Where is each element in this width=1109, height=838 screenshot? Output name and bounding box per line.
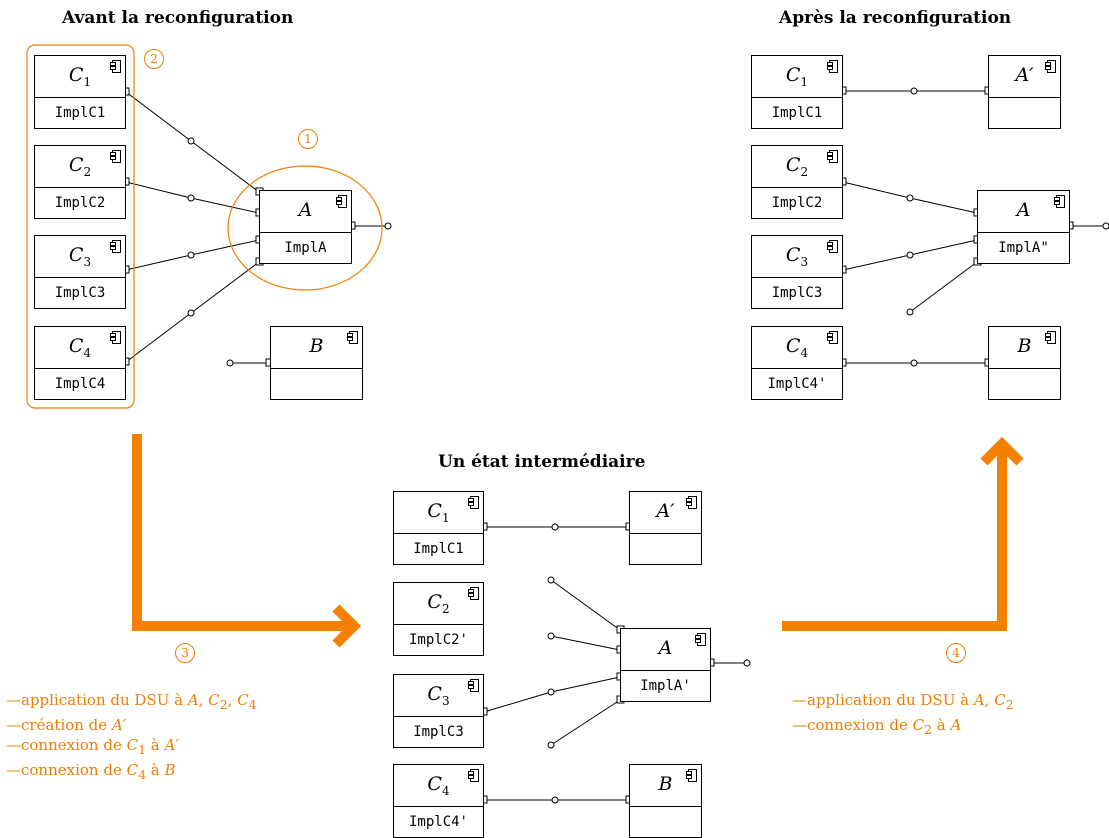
- component-c2-after: C2 ImplC2: [751, 145, 843, 219]
- component-c4-middle: C4 ImplC4': [393, 764, 484, 838]
- component-icon: [686, 496, 697, 509]
- note-line: —connexion de C4 à B: [6, 761, 176, 782]
- component-a-after: A ImplA": [977, 190, 1070, 264]
- impl-label: ImplC4': [408, 813, 468, 830]
- component-b-after: B: [988, 326, 1061, 400]
- component-a-middle: A ImplA': [620, 628, 711, 702]
- impl-label: ImplC2': [408, 631, 468, 648]
- impl-label: ImplC1: [54, 104, 106, 121]
- component-icon: [827, 331, 838, 344]
- impl-label: ImplA': [640, 677, 691, 694]
- arrow-step-3: [132, 434, 350, 631]
- component-icon: [468, 587, 479, 600]
- component-icon: [827, 240, 838, 253]
- note-line: —création de A′: [6, 716, 127, 734]
- group-outline-a: [227, 165, 383, 291]
- component-c3-middle: C3 ImplC3: [393, 674, 484, 748]
- impl-label: ImplC3: [413, 723, 464, 740]
- step-4-notes: —application du DSU à A, C2 —connexion d…: [792, 690, 1014, 740]
- impl-label: [271, 368, 362, 399]
- component-icon: [468, 496, 479, 509]
- component-aprime-after: A′: [988, 55, 1061, 129]
- impl-label: [630, 533, 701, 564]
- component-icon: [468, 769, 479, 782]
- component-icon: [1045, 60, 1056, 73]
- component-icon: [110, 150, 121, 163]
- component-icon: [347, 331, 358, 344]
- impl-label: ImplC3: [771, 284, 823, 301]
- impl-label: ImplA": [998, 239, 1049, 256]
- component-icon: [110, 60, 121, 73]
- component-icon: [827, 60, 838, 73]
- note-line: —application du DSU à A, C2, C4: [6, 691, 257, 712]
- component-aprime-middle: A′: [629, 491, 702, 565]
- component-c1-after: C1 ImplC1: [751, 55, 843, 129]
- marker-2: 2: [144, 49, 164, 69]
- component-b-before: B: [270, 326, 363, 400]
- component-c3-before: C3 ImplC3: [34, 235, 126, 309]
- component-icon: [695, 633, 706, 646]
- component-icon: [1054, 195, 1065, 208]
- impl-label: ImplA: [284, 239, 327, 256]
- impl-label: ImplC4: [54, 375, 106, 392]
- component-icon: [827, 150, 838, 163]
- group-outline-c: [26, 44, 135, 409]
- impl-label: [989, 368, 1060, 399]
- impl-label: ImplC2: [771, 194, 823, 211]
- component-c1-middle: C1 ImplC1: [393, 491, 484, 565]
- marker-4: 4: [946, 643, 966, 663]
- component-c4-before: C4 ImplC4: [34, 326, 126, 400]
- impl-label: ImplC3: [54, 284, 106, 301]
- impl-label: ImplC4': [767, 375, 827, 392]
- impl-label: ImplC2: [54, 194, 106, 211]
- marker-1: 1: [298, 129, 318, 149]
- component-icon: [1045, 331, 1056, 344]
- impl-label: ImplC1: [771, 104, 823, 121]
- title-after: Après la reconfiguration: [779, 8, 1012, 28]
- impl-label: [989, 97, 1060, 128]
- note-line: —connexion de C2 à A: [792, 716, 962, 737]
- marker-3: 3: [175, 643, 195, 663]
- component-icon: [110, 331, 121, 344]
- step-3-notes: —application du DSU à A, C2, C4 —créatio…: [6, 690, 257, 785]
- title-before: Avant la reconfiguration: [62, 8, 294, 28]
- impl-label: [630, 806, 701, 837]
- component-a-before: A ImplA: [259, 190, 352, 264]
- component-c3-after: C3 ImplC3: [751, 235, 843, 309]
- component-c4-after: C4 ImplC4': [751, 326, 843, 400]
- component-icon: [686, 769, 697, 782]
- note-line: —connexion de C1 à A′: [6, 736, 179, 757]
- component-b-middle: B: [629, 764, 702, 838]
- component-c2-before: C2 ImplC2: [34, 145, 126, 219]
- title-intermediate: Un état intermédiaire: [438, 452, 646, 472]
- impl-label: ImplC1: [413, 540, 464, 557]
- component-icon: [336, 195, 347, 208]
- component-c2-middle: C2 ImplC2': [393, 582, 484, 656]
- component-icon: [110, 240, 121, 253]
- component-icon: [468, 679, 479, 692]
- component-c1-before: C1 ImplC1: [34, 55, 126, 129]
- arrow-step-4: [782, 448, 1007, 631]
- note-line: —application du DSU à A, C2: [792, 691, 1014, 712]
